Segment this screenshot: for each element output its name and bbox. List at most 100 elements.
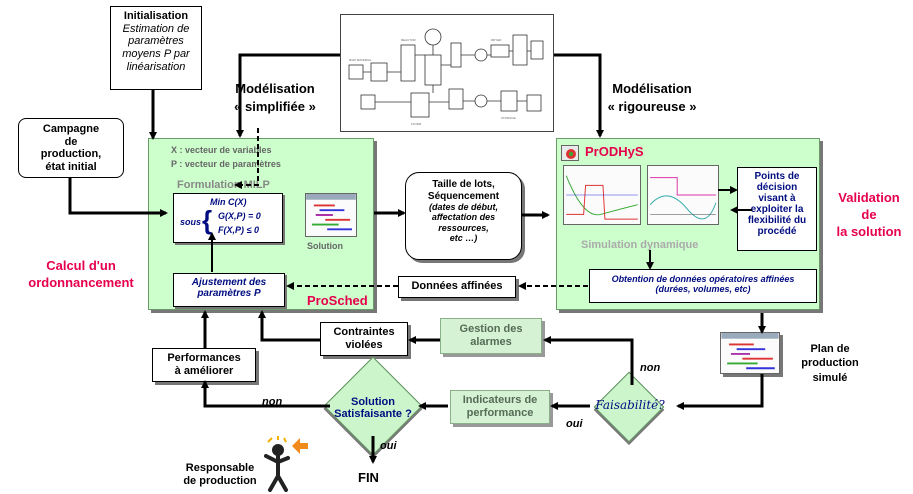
points-line-2: décision (756, 182, 798, 193)
modelisation-simplifiee-line-2: « simplifiée » (234, 98, 316, 114)
simulation-chart-2 (647, 165, 719, 225)
validation-label: Validation de la solution (826, 190, 912, 241)
brace-symbol: { (202, 205, 213, 235)
donnees-affinees-box: Données affinées (398, 276, 516, 298)
sous-text: sous (180, 217, 202, 227)
plan-line-2: production (801, 357, 859, 370)
points-line-5: flexibilité du (747, 215, 807, 226)
svg-text:DRYER: DRYER (491, 38, 502, 42)
performances-line-2: à améliorer (174, 364, 234, 377)
calcul-label: Calcul d'un ordonnancement (16, 258, 146, 292)
taille-line-4: affectation des (431, 212, 496, 223)
responsable-label: Responsable de production (172, 462, 268, 488)
taille-line-6: etc …) (449, 233, 478, 244)
campagne-line-2: de (64, 135, 78, 148)
solution-diamond-line-1: Solution (351, 396, 395, 408)
obtention-line-2: (durées, volumes, etc) (655, 284, 751, 294)
solution-satisfaisante-label: Solution Satisfaisante ? (318, 396, 428, 420)
initialisation-title: Initialisation (123, 10, 189, 22)
process-flowsheet-drawing: RAW MATERIAL REACTOR DRYER FILTER STORAGE (348, 28, 544, 126)
responsable-person-icon (256, 436, 316, 492)
initialisation-line-1: Estimation de (122, 22, 190, 35)
taille-line-2: Séquencement (427, 190, 500, 202)
variables-line: X : vecteur de variables (171, 145, 272, 155)
simulation-chart-1 (563, 165, 641, 225)
parameters-line: P : vecteur de paramètres (171, 159, 281, 169)
modelisation-rigoureuse-line-1: Modélisation (612, 81, 692, 96)
campagne-line-3: production, (40, 148, 102, 161)
simulation-dynamique-label: Simulation dynamique (581, 239, 699, 251)
formulation-milp-label: Formulation MILP (177, 179, 270, 191)
initialisation-line-3: moyens P par (122, 47, 190, 60)
validation-line-3: la solution (836, 223, 902, 239)
prodhys-logo-icon (561, 145, 579, 161)
gestion-line-1: Gestion des (459, 323, 523, 335)
taille-line-3: (dates de début, (428, 202, 498, 212)
svg-text:RAW MATERIAL: RAW MATERIAL (349, 58, 372, 62)
validation-line-2: de (861, 206, 877, 222)
solution-gantt-thumbnail (305, 193, 357, 237)
points-line-1: Points de (754, 171, 800, 182)
contraintes-line-2: violées (345, 338, 383, 351)
campagne-box: Campagne de production, état initial (18, 118, 124, 178)
non-label-right: non (640, 362, 661, 374)
svg-text:FILTER: FILTER (411, 122, 422, 126)
plan-production-label: Plan de production simulé (790, 342, 870, 385)
ajustement-line-1: Ajustement des (191, 277, 267, 288)
oui-label-bottom: oui (380, 440, 397, 452)
solution-label: Solution (307, 241, 343, 251)
non-label-left: non (262, 396, 283, 408)
calcul-line-1: Calcul d'un (46, 258, 116, 273)
points-line-4: exploiter la (750, 204, 804, 215)
plan-line-3: simulé (812, 371, 848, 384)
responsable-line-1: Responsable (185, 462, 255, 474)
performances-line-1: Performances (167, 352, 241, 364)
obtention-box: Obtention de données opératoires affinée… (589, 269, 817, 303)
indicateurs-line-1: Indicateurs de (462, 394, 538, 406)
taille-lots-box: Taille de lots, Séquencement (dates de d… (405, 172, 522, 260)
modelisation-rigoureuse-label: Modélisation « rigoureuse » (592, 80, 712, 115)
prosched-panel: X : vecteur de variables P : vecteur de … (148, 138, 374, 310)
solution-diamond-line-2: Satisfaisante ? (334, 408, 412, 420)
faisabilite-label: Faisabilité? (595, 398, 665, 412)
fin-label: FIN (358, 470, 379, 485)
points-line-3: visant à (758, 193, 796, 204)
contraintes-line-1: Contraintes (333, 326, 395, 338)
responsable-line-2: de production (183, 475, 257, 488)
points-line-6: procédé (757, 226, 797, 237)
campagne-line-1: Campagne (42, 123, 100, 135)
ajustement-line-2: paramètres P (197, 288, 261, 299)
objective-text: Min C(X) (210, 197, 247, 207)
plan-production-thumbnail (720, 332, 780, 374)
prosched-title: ProSched (307, 293, 368, 308)
points-decision-box: Points de décision visant à exploiter la… (737, 167, 817, 251)
plan-line-1: Plan de (810, 343, 850, 355)
modelisation-simplifiee-label: Modélisation « simplifiée » (220, 80, 330, 115)
prodhys-panel: PrODHyS Simulation dynamique Points de d… (556, 138, 820, 310)
gestion-alarmes-box: Gestion des alarmes (440, 318, 542, 354)
svg-text:STORAGE: STORAGE (501, 116, 516, 120)
ajustement-box: Ajustement des paramètres P (173, 273, 285, 307)
milp-model-box: Min C(X) sous { G(X,P) = 0 F(X,P) ≤ 0 (173, 193, 283, 243)
initialisation-line-2: paramètres (128, 35, 184, 48)
indicateurs-line-2: performance (466, 406, 534, 419)
process-flowsheet-image: RAW MATERIAL REACTOR DRYER FILTER STORAGE (340, 14, 554, 132)
indicateurs-box: Indicateurs de performance (450, 390, 550, 424)
initialisation-box: Initialisation Estimation de paramètres … (110, 6, 202, 90)
oui-label-right: oui (566, 418, 583, 430)
modelisation-simplifiee-line-1: Modélisation (235, 81, 315, 96)
taille-line-1: Taille de lots, (432, 179, 495, 190)
constraint-eq-1: G(X,P) = 0 (218, 211, 261, 221)
initialisation-line-4: linéarisation (126, 60, 186, 73)
prodhys-title: PrODHyS (585, 144, 644, 159)
validation-line-1: Validation (838, 190, 900, 205)
calcul-line-2: ordonnancement (28, 274, 134, 290)
constraint-eq-2: F(X,P) ≤ 0 (218, 225, 259, 235)
taille-line-5: ressources, (438, 222, 489, 233)
contraintes-violees-box: Contraintes violées (320, 322, 408, 356)
gestion-line-2: alarmes (470, 335, 512, 348)
obtention-line-1: Obtention de données opératoires affinée… (611, 274, 795, 284)
modelisation-rigoureuse-line-2: « rigoureuse » (607, 98, 697, 114)
svg-text:REACTOR: REACTOR (401, 38, 416, 42)
campagne-line-4: état initial (45, 160, 97, 173)
